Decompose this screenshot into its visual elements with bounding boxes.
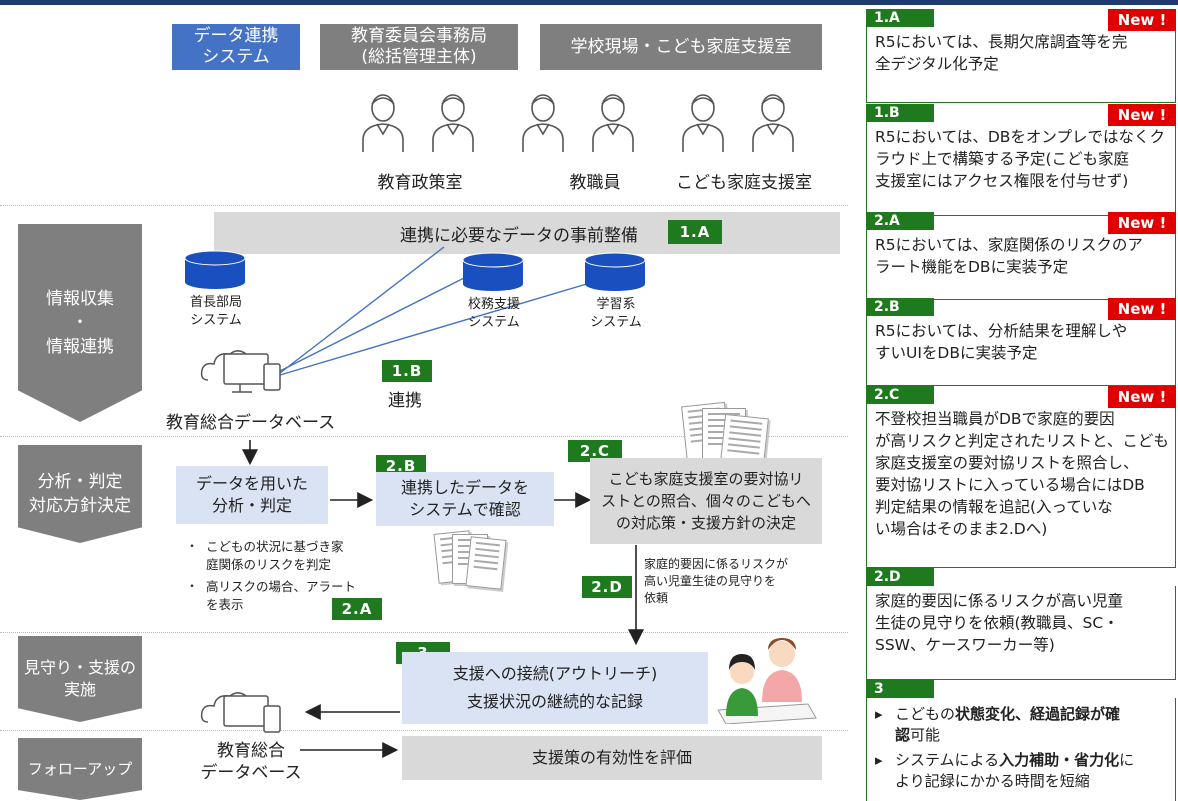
risk-note: 家庭的要因に係るリスクが 高い児童生徒の見守りを 依頼 (644, 557, 789, 605)
panel-badge: 1.A (866, 9, 934, 27)
db-mayor-label: 首長部局 システム (189, 295, 242, 328)
panel-badge: 3 (866, 680, 934, 698)
row-separator (0, 205, 848, 206)
header-board: 教育委員会事務局 (総括管理主体) (320, 24, 518, 70)
badge-2d: 2.D (582, 576, 632, 598)
panel-2c: 2.C New ! 不登校担当職員がDBで家庭的要因 が高リスクと判定されたリス… (866, 386, 1176, 568)
row-separator (0, 730, 848, 731)
panel-2a-text: R5においては、家庭関係のリスクのア ラート機能をDBに実装予定 (866, 230, 1176, 300)
box-analysis: データを用いた 分析・判定 (176, 466, 328, 524)
panel-3-bullet: ▸ こどもの状態変化、経過記録が確 認可能 (875, 704, 1175, 746)
panel-2b-text: R5においては、分析結果を理解しや すいUIをDBに実装予定 (866, 316, 1176, 386)
p3-b1-bold: 状態変化、経過記録が確 認 (895, 705, 1121, 744)
box-confirm: 連携したデータを システムで確認 (376, 472, 554, 526)
p3-b2-pre: システムによる (895, 751, 1000, 769)
panel-2d: 2.D 家庭的要因に係るリスクが高い児童 生徒の見守りを依頼(教職員、SC・ S… (866, 568, 1176, 680)
box-evaluate: 支援策の有効性を評価 (402, 736, 822, 780)
badge-2b: 2.B (376, 455, 426, 477)
badge-1b: 1.B (382, 360, 432, 382)
phase-collect-label: 情報収集 ・ 情報連携 (46, 289, 114, 357)
p3-b2-post: に より記録にかかる時間を短縮 (895, 751, 1135, 790)
phase-analyze-label: 分析・判定 対応方針決定 (29, 472, 131, 516)
top-bar (0, 0, 1178, 5)
db-connections (279, 246, 591, 376)
bullet-mark: ・ (186, 579, 199, 593)
document-stack-icon (433, 528, 508, 592)
panel-badge: 2.B (866, 298, 934, 316)
panel-1b: 1.B New ! R5においては、DBをオンプレではなくク ラウド上で構築する… (866, 104, 1176, 216)
box-decide: こども家庭支援室の要対協リ ストとの照合、個々のこどもへ の対応策・支援方針の決… (590, 458, 822, 544)
new-badge: New ! (1108, 212, 1176, 234)
p3-b2-bold: 入力補助・省力化 (999, 751, 1120, 769)
role-policy: 教育政策室 (377, 173, 463, 193)
bullet-arrow-icon: ▸ (875, 705, 883, 723)
badge-2a: 2.A (332, 598, 382, 620)
document-stack-icon (681, 398, 774, 480)
phase-watch-label: 見守り・支援の 実施 (23, 658, 136, 699)
row-separator (0, 632, 848, 633)
bullet-alert: 高リスクの場合、アラート を表示 (206, 579, 357, 612)
support-record: 支援状況の継続的な記録 (466, 692, 643, 711)
box-support: 支援への接続(アウトリーチ) 支援状況の継続的な記録 (402, 652, 708, 724)
consultation-illustration-icon (717, 638, 817, 724)
db-school-label: 校務支援 システム (467, 297, 520, 330)
prep-band-label: 連携に必要なデータの事前整備 (400, 225, 638, 246)
panel-badge: 2.A (866, 212, 934, 230)
role-support: こども家庭支援室 (676, 173, 812, 193)
badge-2c: 2.C (568, 440, 622, 462)
panel-badge: 1.B (866, 104, 934, 122)
database-icon-learning (584, 252, 646, 291)
database-icon-mayor (184, 250, 246, 289)
row-separator (0, 436, 848, 437)
p3-b1-post: 可能 (910, 726, 941, 744)
panel-3-body: ▸ こどもの状態変化、経過記録が確 認可能 ▸ システムによる入力補助・省力化に… (866, 698, 1176, 801)
panel-3-bullet: ▸ システムによる入力補助・省力化に より記録にかかる時間を短縮 (875, 750, 1175, 792)
support-outreach: 支援への接続(アウトリーチ) (452, 664, 658, 683)
db-learning-label: 学習系 システム (590, 297, 642, 330)
panel-2c-text: 不登校担当職員がDBで家庭的要因 が高リスクと判定されたリストと、こども 家庭支… (866, 404, 1176, 568)
panel-1b-text: R5においては、DBをオンプレではなくク ラウド上で構築する予定(こども家庭 支… (866, 122, 1176, 216)
phase-collect: 情報収集 ・ 情報連携 (18, 224, 142, 422)
panel-2d-text: 家庭的要因に係るリスクが高い児童 生徒の見守りを依頼(教職員、SC・ SSW、ケ… (866, 586, 1176, 680)
panel-badge: 2.D (866, 568, 934, 586)
cloud-computer-icon (200, 350, 281, 393)
new-badge: New ! (1108, 9, 1176, 31)
badge-1a: 1.A (668, 220, 722, 244)
phase-follow-label: フォローアップ (27, 760, 133, 778)
role-staff: 教職員 (569, 173, 621, 193)
header-school: 学校現場・こども家庭支援室 (540, 24, 822, 70)
phase-analyze: 分析・判定 対応方針決定 (18, 445, 142, 543)
link-label: 連携 (388, 391, 422, 411)
panel-1a: 1.A New ! R5においては、長期欠席調査等を完 全デジタル化予定 (866, 9, 1176, 103)
panel-2b: 2.B New ! R5においては、分析結果を理解しや すいUIをDBに実装予定 (866, 298, 1176, 386)
new-badge: New ! (1108, 298, 1176, 320)
database-icon-school (462, 252, 524, 291)
new-badge: New ! (1108, 386, 1176, 408)
panel-3: 3 ▸ こどもの状態変化、経過記録が確 認可能 ▸ システムによる入力補助・省力… (866, 680, 1176, 801)
cloud-computer-icon (200, 692, 281, 733)
central-db-label: 教育総合データベース (166, 413, 336, 433)
bullet-risk-judge: こどもの状況に基づき家 庭関係のリスクを判定 (206, 539, 344, 572)
bullet-mark: ・ (186, 539, 199, 553)
panel-1a-text: R5においては、長期欠席調査等を完 全デジタル化予定 (866, 27, 1176, 103)
phase-follow: フォローアップ (18, 738, 142, 800)
header-system: データ連携 システム (172, 24, 300, 70)
follow-db: 教育総合 データベース (200, 741, 302, 783)
bullet-arrow-icon: ▸ (875, 751, 883, 769)
p3-b1-pre: こどもの (895, 705, 956, 723)
new-badge: New ! (1108, 104, 1176, 126)
phase-watch: 見守り・支援の 実施 (18, 636, 142, 722)
prep-band: 連携に必要なデータの事前整備 (214, 212, 840, 254)
flow-arrows (242, 440, 644, 758)
panel-badge: 2.C (866, 386, 934, 404)
panel-2a: 2.A New ! R5においては、家庭関係のリスクのア ラート機能をDBに実装… (866, 212, 1176, 300)
